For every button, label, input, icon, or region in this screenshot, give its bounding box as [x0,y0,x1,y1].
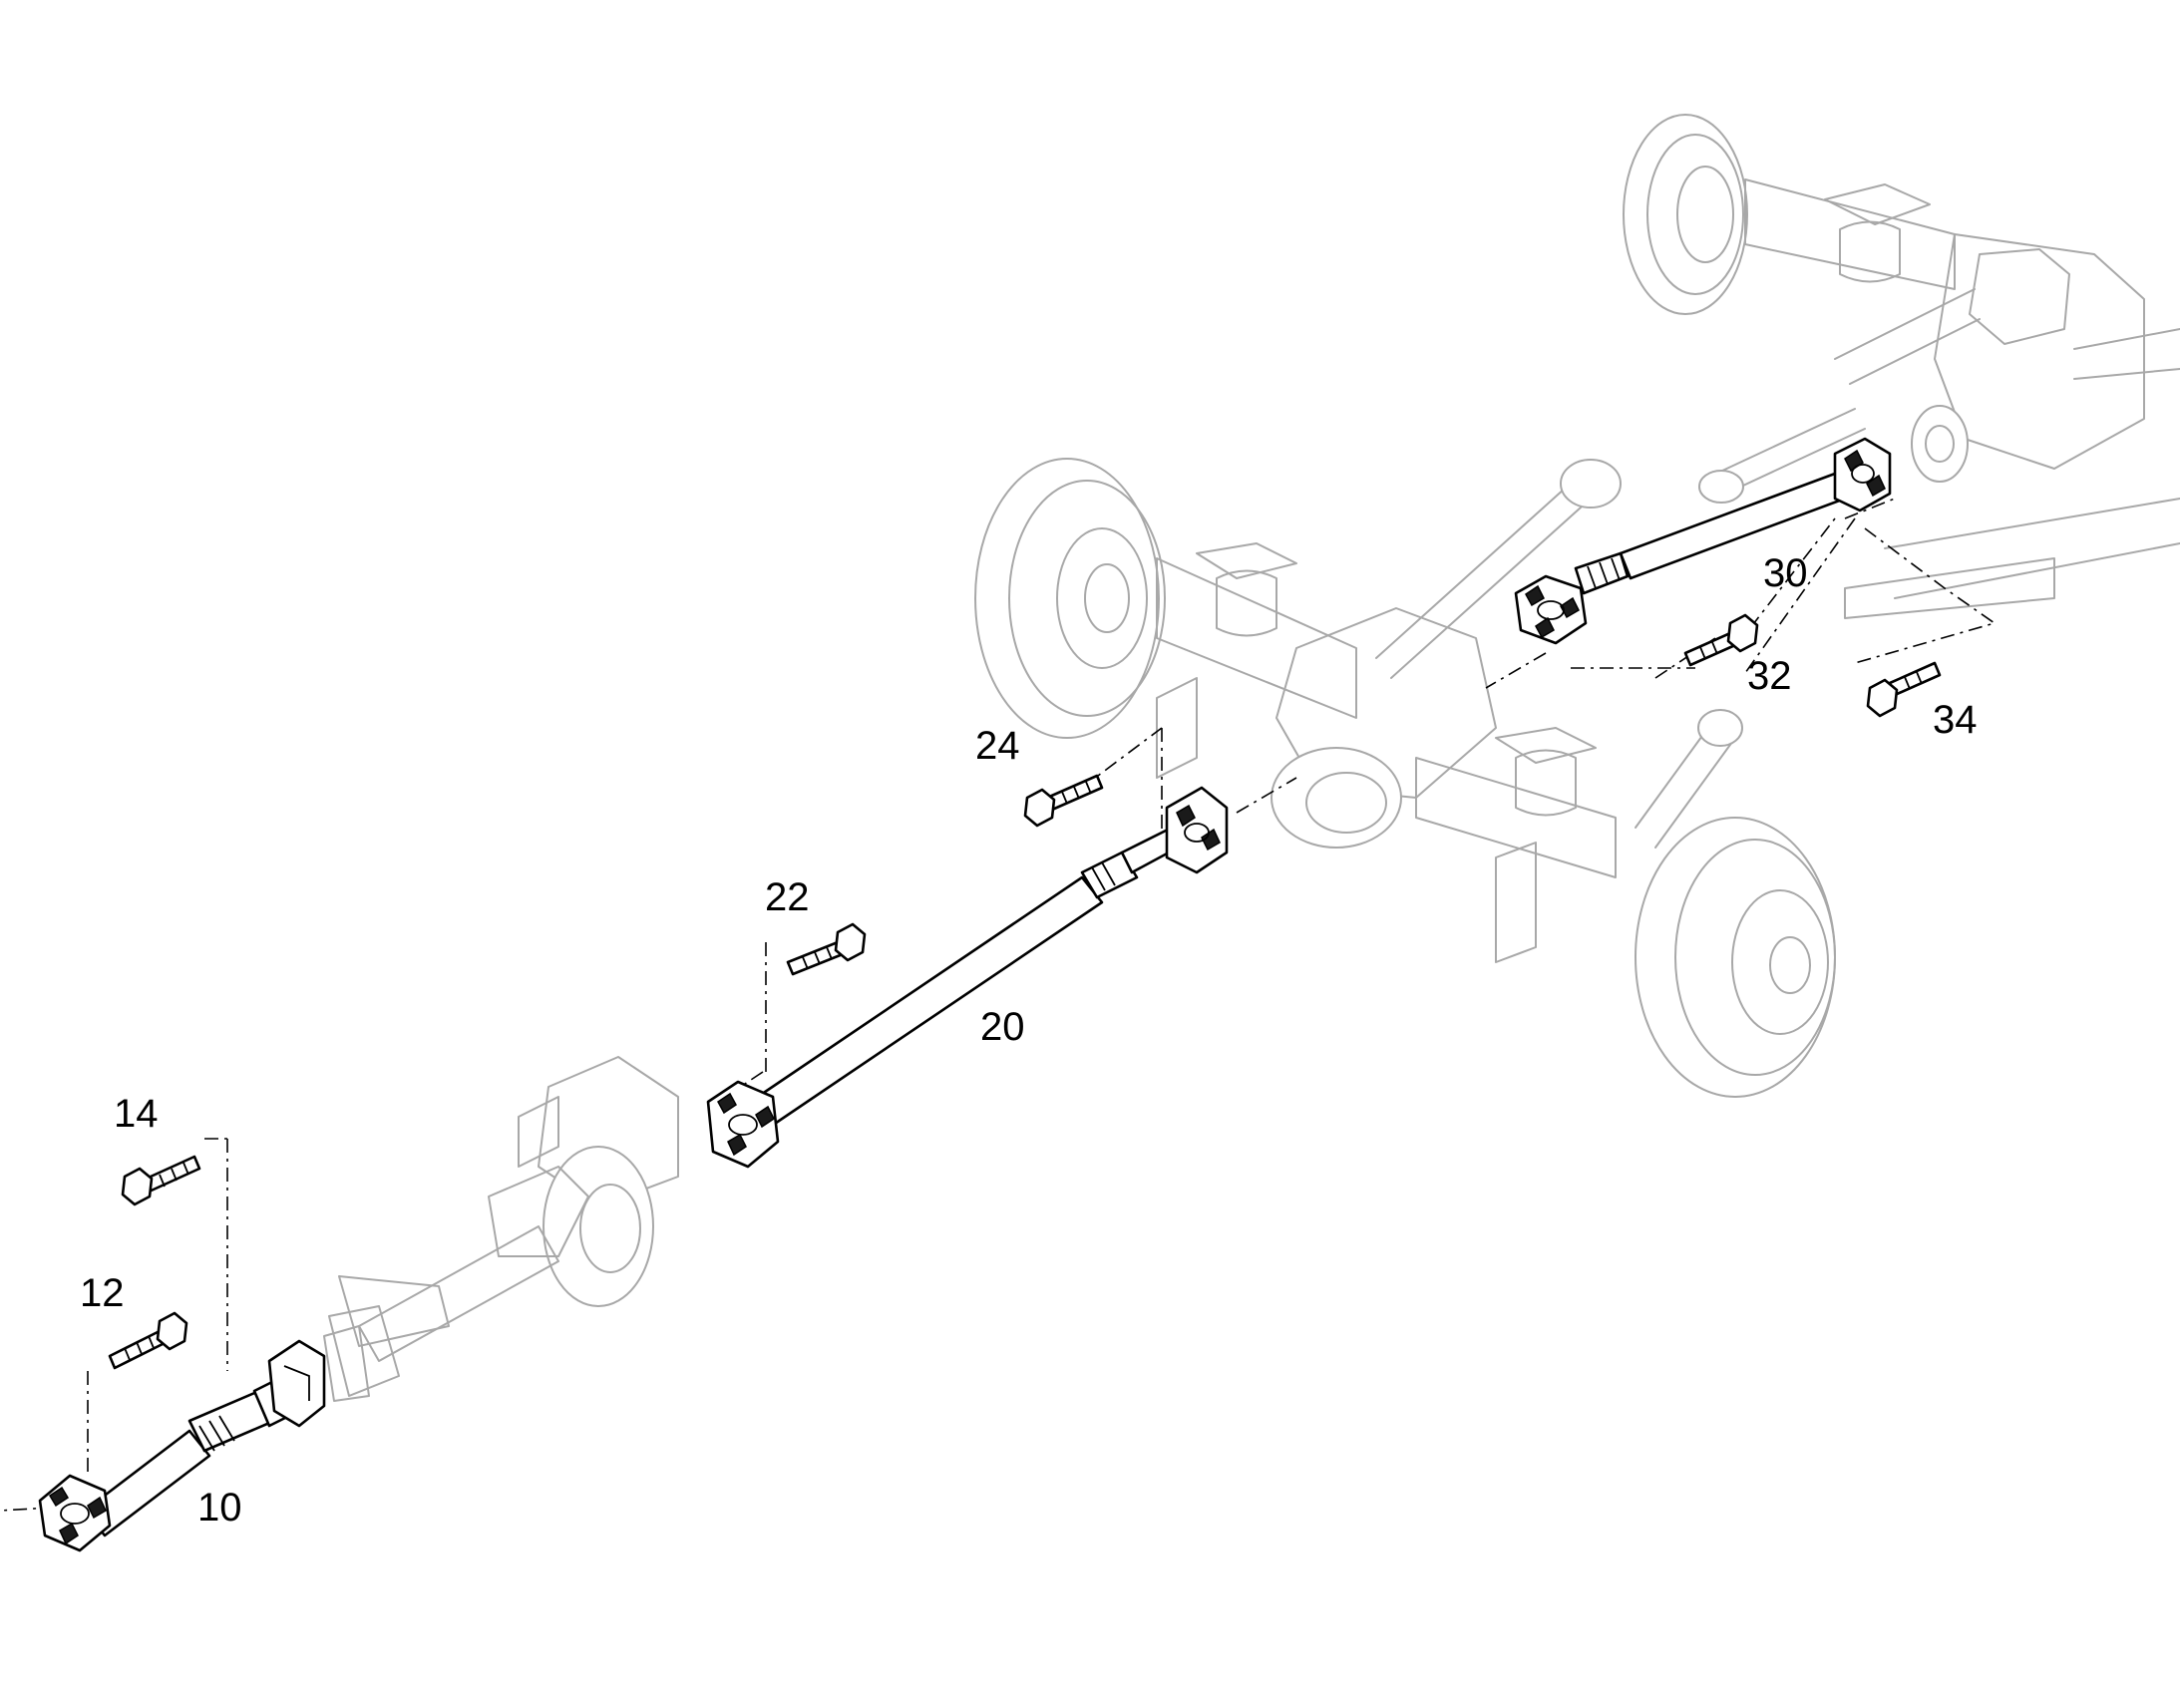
callout-14: 14 [114,1092,159,1136]
flange-yoke-20b [1165,786,1229,874]
bolt-32[interactable] [1683,613,1759,667]
drive-shaft-10[interactable] [38,1339,326,1552]
flange-yoke-30b [1833,437,1892,512]
flange-yoke-20a [706,1080,780,1169]
drive-shaft-20[interactable] [706,786,1229,1169]
callout-20: 20 [980,1005,1025,1049]
callout-34: 34 [1933,698,1978,742]
transmission-assembly [323,1056,679,1402]
universal-joint-10b [267,1339,326,1428]
callout-30: 30 [1763,551,1808,595]
rear-axle-assembly [1623,114,2180,619]
drive-shaft-30[interactable] [1514,437,1892,645]
callout-32: 32 [1747,654,1792,698]
middle-axle-assembly [974,458,1836,1098]
bolt-24[interactable] [1023,774,1104,828]
flange-yoke-30a [1514,574,1588,645]
callout-24: 24 [975,724,1020,768]
bolt-22[interactable] [786,922,867,976]
bolt-12[interactable] [108,1311,188,1370]
bolt-14[interactable] [121,1155,201,1206]
flange-yoke-10a [38,1474,112,1552]
callout-10: 10 [197,1486,242,1530]
callout-12: 12 [80,1271,125,1315]
bolt-34[interactable] [1866,661,1942,718]
callout-22: 22 [765,875,810,919]
